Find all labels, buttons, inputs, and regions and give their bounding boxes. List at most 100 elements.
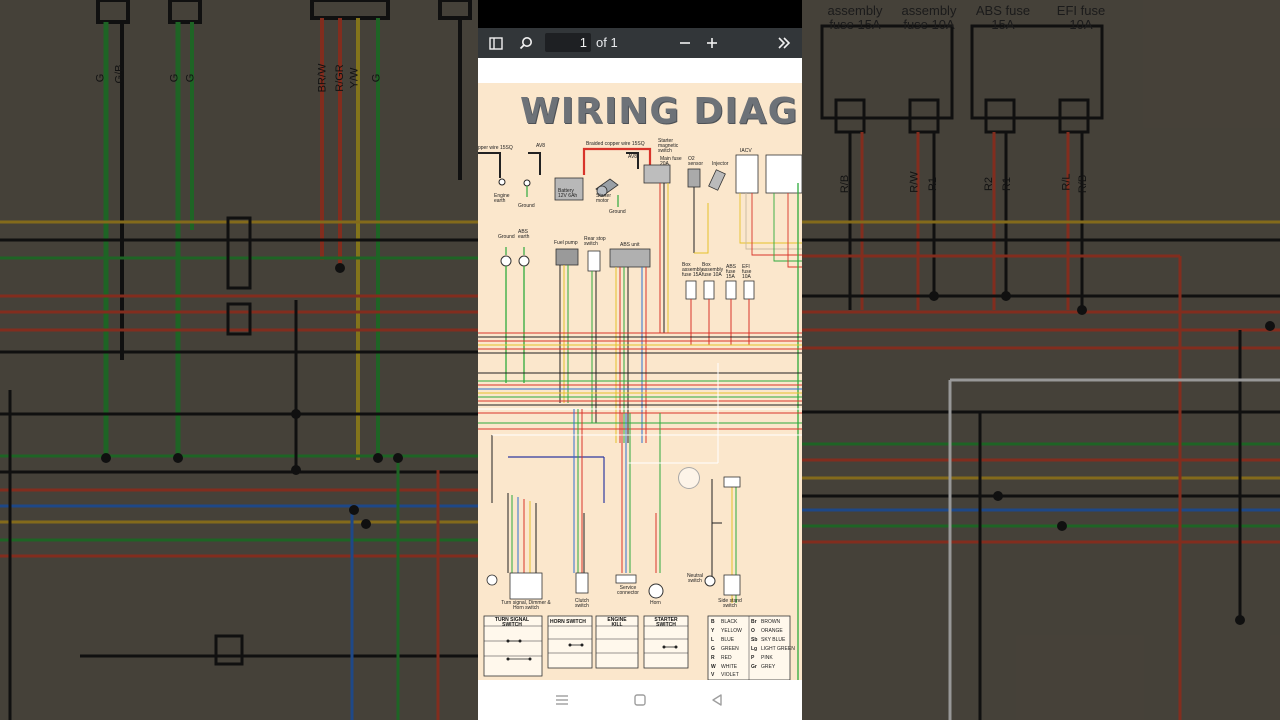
pdf-page[interactable]: WIRING DIAG <box>478 83 802 680</box>
label-copper-wire: pper wire 15SQ <box>478 145 513 151</box>
legend-code: Y <box>711 628 715 634</box>
label-main-fuse: Main fuse 20A <box>660 156 682 167</box>
label-side-stand: Side stand switch <box>718 598 742 609</box>
label-injector: Injector <box>712 161 729 167</box>
label-abs-unit: ABS unit <box>620 242 640 248</box>
label-fuse-3: ABS fuse 15A <box>726 264 737 280</box>
zoom-in-button[interactable] <box>702 32 722 54</box>
legend-name: RED <box>721 655 732 661</box>
label-starter-motor: Starter motor <box>596 193 612 204</box>
o2-sensor-icon <box>687 168 701 188</box>
double-chevron-right-icon <box>778 37 791 49</box>
label-engine-earth: Engine earth <box>494 193 510 204</box>
label-ground-3: Ground <box>498 234 515 240</box>
label-fuse-2: Box assembly fuse 10A <box>702 262 724 278</box>
label-fuse-1: Box assembly fuse 15A <box>682 262 704 278</box>
touch-indicator <box>678 467 700 489</box>
legend-code: Sb <box>751 637 758 643</box>
table-turn-signal-switch: TURN SIGNAL SWITCH <box>494 617 530 628</box>
label-service: Service connector <box>617 585 639 596</box>
legend-name: SKY BLUE <box>761 637 786 643</box>
zoom-out-button[interactable] <box>675 32 695 54</box>
label-rear-stop: Rear stop switch <box>584 236 606 247</box>
battery-icon <box>554 177 584 201</box>
legend-code: G <box>711 646 715 652</box>
side-stand-switch-icon <box>723 574 741 596</box>
label-turn-signal: Turn signal, Dimmer & Horn switch <box>501 600 551 611</box>
legend-name: ORANGE <box>761 628 783 634</box>
sidebar-toggle-button[interactable] <box>486 32 506 54</box>
recent-apps-icon <box>556 695 568 705</box>
legend-code: R <box>711 655 715 661</box>
legend-name: YELLOW <box>721 628 742 634</box>
table-horn-switch: HORN SWITCH <box>550 619 586 625</box>
legend-name: BLACK <box>721 619 738 625</box>
back-icon <box>712 694 722 706</box>
bg-fuse-caption: EFI fuse 10A <box>1056 3 1106 32</box>
label-ground: Ground <box>518 203 535 209</box>
wiring-diagram <box>478 147 802 680</box>
legend-name: LIGHT GREEN <box>761 646 795 652</box>
more-tools-button[interactable] <box>774 32 794 54</box>
diagram-title: WIRING DIAG <box>520 91 799 132</box>
turn-signal-switch-icon <box>509 572 543 600</box>
recent-apps-button[interactable] <box>552 690 572 710</box>
neutral-switch-icon <box>704 575 716 587</box>
service-connector-icon <box>615 574 637 584</box>
phone-screen: of 1 WIRING DIAG <box>478 0 802 720</box>
horn-icon <box>648 583 664 599</box>
legend-name: BLUE <box>721 637 735 643</box>
bg-fuse-caption: ABS fuse 15A <box>975 3 1031 32</box>
page-margin <box>478 58 802 83</box>
label-braided: Braided copper wire 15SQ <box>586 141 645 147</box>
fuel-pump-icon <box>555 248 579 266</box>
legend-code: V <box>711 672 715 678</box>
clutch-switch-icon <box>575 572 589 594</box>
legend-code: Gr <box>751 664 757 670</box>
status-bar <box>478 0 802 28</box>
legend-code: P <box>751 655 755 661</box>
legend-code: Lg <box>751 646 758 652</box>
label-starter-switch: Starter magnetic switch <box>658 138 679 154</box>
label-battery: Battery 12V 6Ah <box>558 188 578 199</box>
label-av8-2: AV8 <box>628 154 638 160</box>
legend-name: VIOLET <box>721 672 739 678</box>
label-horn: Horn <box>650 600 661 606</box>
legend-code: W <box>711 664 716 670</box>
label-fuel-pump: Fuel pump <box>554 240 578 246</box>
table-engine-kill: ENGINE KILL <box>607 617 627 628</box>
legend-name: GREY <box>761 664 776 670</box>
label-av8: AV8 <box>536 143 546 149</box>
legend-name: PINK <box>761 655 773 661</box>
pdf-viewer[interactable]: WIRING DIAG <box>478 58 802 680</box>
back-button[interactable] <box>707 690 727 710</box>
search-icon <box>519 37 532 50</box>
label-abs-earth: ABS earth <box>518 229 530 240</box>
minus-icon <box>680 42 690 44</box>
search-button[interactable] <box>516 32 536 54</box>
plus-icon <box>707 38 717 48</box>
bg-fuse-caption: assembly fuse 15A <box>827 3 883 32</box>
page-number-input[interactable] <box>545 33 591 52</box>
legend-name: BROWN <box>761 619 781 625</box>
legend-name: WHITE <box>721 664 738 670</box>
android-nav-bar <box>478 680 802 720</box>
sidebar-toggle-icon <box>489 36 503 50</box>
label-neutral: Neutral switch <box>686 573 704 584</box>
legend-code: Br <box>751 619 757 625</box>
label-o2-sensor: O2 sensor <box>688 156 704 167</box>
legend-name: GREEN <box>721 646 739 652</box>
label-fuse-4: EFI fuse 10A <box>742 264 752 280</box>
bg-fuse-caption: assembly fuse 10A <box>901 3 957 32</box>
home-icon <box>634 694 646 706</box>
page-total-label: of 1 <box>596 35 618 50</box>
injector-icon <box>708 169 726 191</box>
label-ground-2: Ground <box>609 209 626 215</box>
legend-code: O <box>751 628 755 634</box>
legend-code: B <box>711 619 715 625</box>
home-button[interactable] <box>630 690 650 710</box>
label-clutch: Clutch switch <box>574 598 590 609</box>
label-iacv: IACV <box>740 148 752 154</box>
magnetic-switch-icon <box>643 164 671 184</box>
legend-code: L <box>711 637 715 643</box>
